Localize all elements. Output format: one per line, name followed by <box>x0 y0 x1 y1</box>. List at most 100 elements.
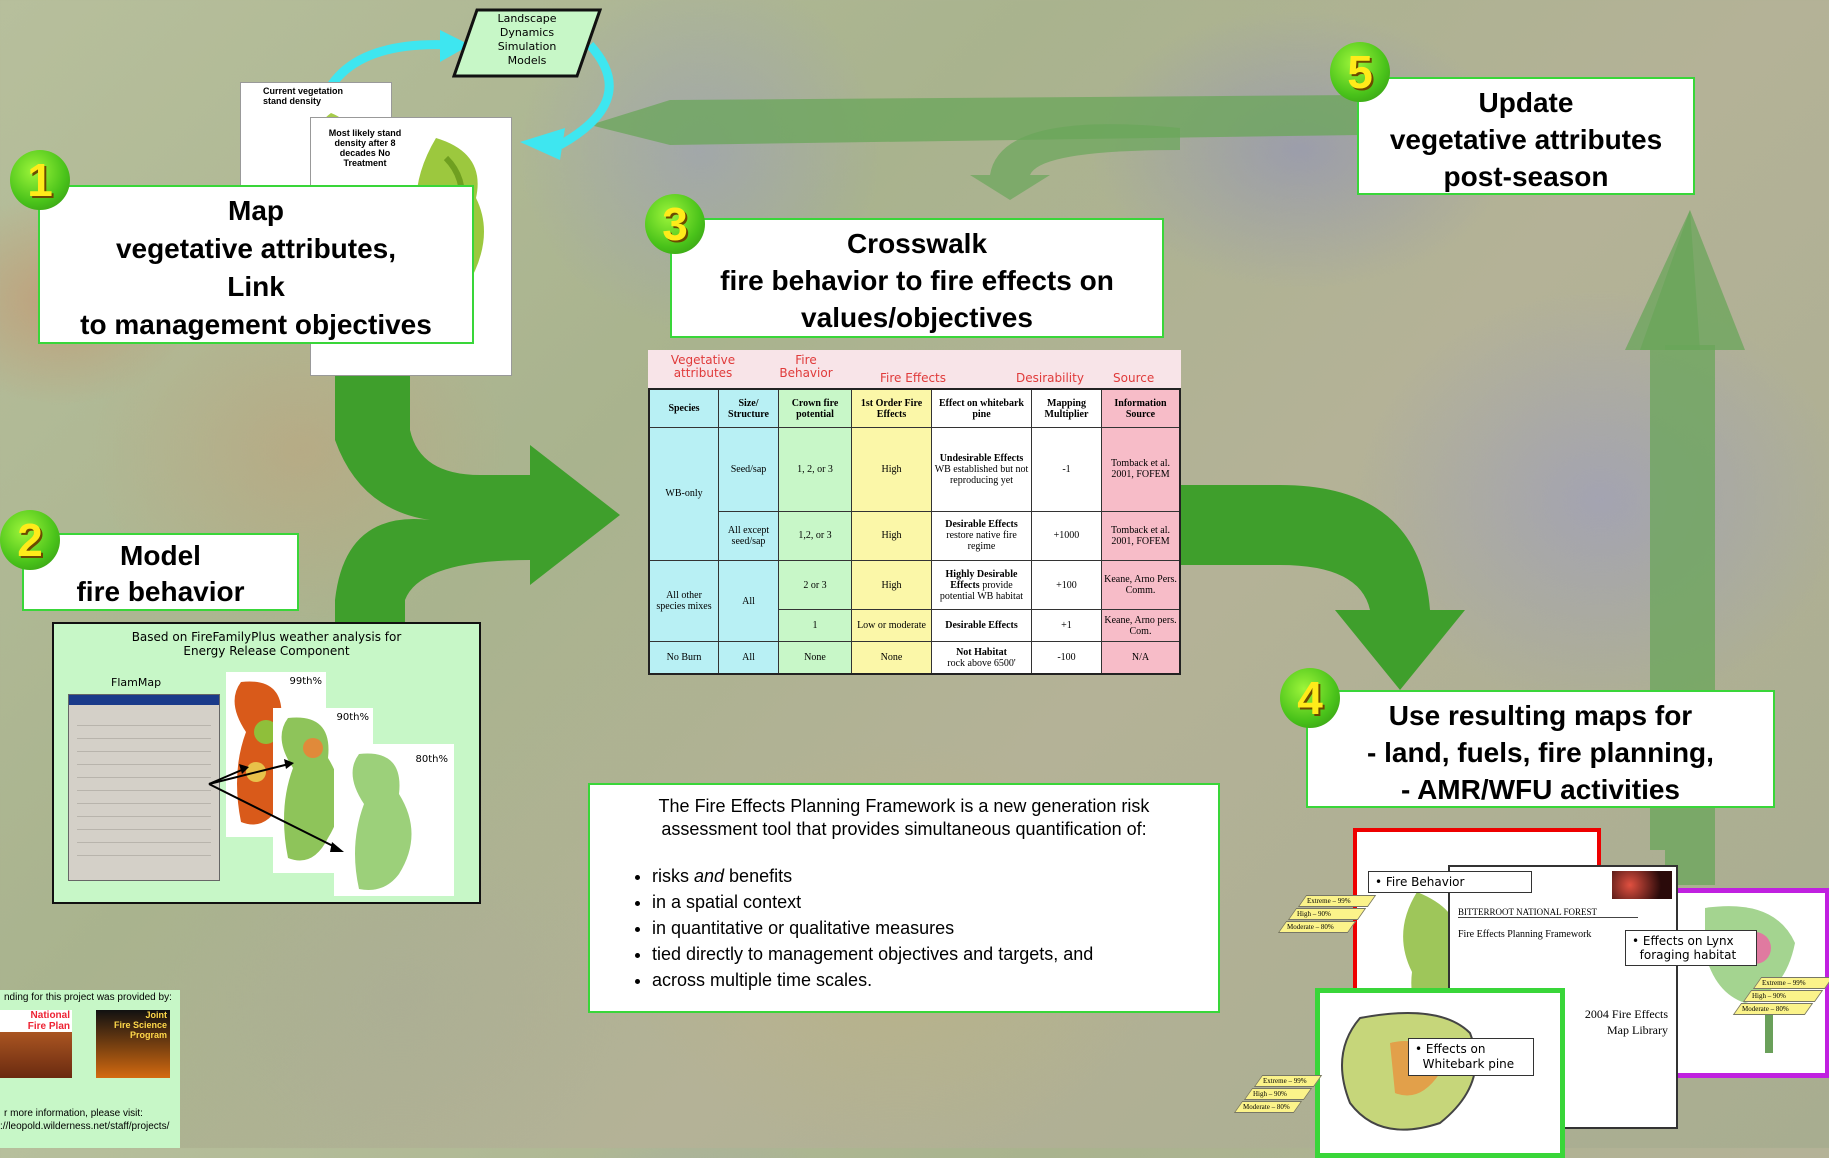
funding-panel: nding for this project was provided by: … <box>0 990 180 1148</box>
lds-line4: Models <box>507 54 547 67</box>
jfsp-l3: Program <box>129 1030 167 1040</box>
framework-title: Fire Effects Planning Framework <box>1458 929 1592 940</box>
step4-line2: - land, fuels, fire planning, <box>1367 737 1714 768</box>
col-size: Size/ Structure <box>718 388 779 429</box>
lds-line3: Simulation <box>497 40 557 53</box>
effect-bold: Desirable Effects <box>945 519 1018 531</box>
callout-lynx: • Effects on Lynx foraging habitat <box>1625 930 1757 966</box>
callout-whitebark: • Effects on Whitebark pine <box>1408 1038 1534 1076</box>
cell: +100 <box>1031 559 1102 611</box>
model-title2: Energy Release Component <box>183 644 350 658</box>
curve-arrow-to-3 <box>970 124 1180 200</box>
cell: None <box>778 641 852 675</box>
col-first: 1st Order Fire Effects <box>851 388 932 429</box>
framework-bullet: risks and benefits <box>652 863 1196 889</box>
effect-bold: Undesirable Effects <box>939 452 1024 464</box>
crosswalk-table: Species Size/ Structure Crown fire poten… <box>648 388 1181 675</box>
step5-line2: vegetative attributes <box>1389 124 1663 155</box>
framework-bullet: in a spatial context <box>652 889 1196 915</box>
cell: Seed/sap <box>718 427 779 512</box>
framework-intro: The Fire Effects Planning Framework is a… <box>658 796 1150 839</box>
step4-line1: Use resulting maps for <box>1388 700 1693 731</box>
label-80: 80th% <box>415 754 449 765</box>
step1-line1: Map <box>228 195 284 226</box>
effect-text: restore native fire regime <box>946 530 1017 553</box>
table-row: 1 Low or moderate Desirable Effects +1 K… <box>649 609 1181 643</box>
legend-extreme: Extreme – 99% <box>1752 977 1829 989</box>
col-effect: Effect on whitebark pine <box>931 388 1032 429</box>
step2-box: Model fire behavior <box>22 533 299 611</box>
effect-bold: Desirable Effects <box>945 620 1018 632</box>
cell: Tomback et al. 2001, FOFEM <box>1101 510 1181 561</box>
cell: 1, 2, or 3 <box>778 427 852 512</box>
more-url[interactable]: ://leopold.wilderness.net/staff/projects… <box>0 1121 170 1132</box>
flammap-window <box>68 694 220 881</box>
nfp-l1: National <box>0 1010 72 1021</box>
step3-box: Crosswalk fire behavior to fire effects … <box>670 218 1164 338</box>
return-arrow-top <box>590 95 1360 145</box>
jfsp-logo: Joint Fire Science Program <box>96 1010 170 1078</box>
framework-list: risks and benefits in a spatial context … <box>612 863 1196 993</box>
cell: +1 <box>1031 609 1102 643</box>
hdr-fe: Fire Effects <box>880 371 947 385</box>
cell: -100 <box>1031 641 1102 675</box>
cell-species-other: All other species mixes <box>648 559 719 643</box>
merge-arrow <box>335 370 620 630</box>
step2-line2: fire behavior <box>76 576 245 607</box>
step5-line1: Update <box>1478 87 1574 118</box>
step1-line3: Link <box>227 271 285 302</box>
stand-likely-label: Most likely stand density after 8 decade… <box>328 128 402 168</box>
cell: None <box>851 641 932 675</box>
step2-badge: 2 <box>0 510 60 570</box>
table-header-row: Species Size/ Structure Crown fire poten… <box>648 388 1181 429</box>
step4-line3: - AMR/WFU activities <box>1401 774 1680 805</box>
framework-bullet: across multiple time scales. <box>652 967 1196 993</box>
step4-badge: 4 <box>1280 668 1340 728</box>
col-crown: Crown fire potential <box>778 388 852 429</box>
cover-photo <box>1612 871 1672 899</box>
cell: All <box>718 559 779 643</box>
cell: +1000 <box>1031 510 1102 561</box>
effect-text: WB established but not reproducing yet <box>934 463 1029 486</box>
step3-badge: 3 <box>645 194 705 254</box>
label-90: 90th% <box>336 712 370 723</box>
nfp-l2: Fire Plan <box>0 1021 72 1032</box>
cell: -1 <box>1031 427 1102 512</box>
lds-box: Landscape Dynamics Simulation Models <box>452 8 602 78</box>
cell: High <box>851 559 932 611</box>
map-magenta <box>1670 888 1829 1078</box>
effect-bold: Highly Desirable Effects <box>945 568 1018 591</box>
cell-species-wb: WB-only <box>648 427 719 561</box>
legend-moderate: Moderate – 80% <box>1233 1101 1303 1113</box>
cyan-arrow-right <box>557 41 614 149</box>
step3-line2: fire behavior to fire effects on <box>720 265 1114 296</box>
col-mult: Mapping Multiplier <box>1031 388 1102 429</box>
legend-high: High – 90% <box>1243 1088 1313 1100</box>
cell: Low or moderate <box>851 609 932 643</box>
arrow-3-to-4 <box>1170 485 1465 690</box>
step2-line1: Model <box>120 540 201 571</box>
step1-line2: vegetative attributes, <box>115 233 397 264</box>
legend-moderate: Moderate – 80% <box>1732 1003 1814 1015</box>
model-panel: Based on FireFamilyPlus weather analysis… <box>52 622 481 904</box>
cell: All except seed/sap <box>718 510 779 561</box>
hdr-des: Desirability <box>1016 371 1084 385</box>
cell: Keane, Arno Pers. Comm. <box>1101 559 1181 611</box>
legend-high: High – 90% <box>1287 908 1367 920</box>
callout-fire-behavior: • Fire Behavior <box>1368 871 1532 893</box>
step5-line3: post-season <box>1443 161 1609 192</box>
hdr-veg: Vegetative attributes <box>670 353 736 380</box>
effect-bold: Not Habitat <box>956 646 1007 658</box>
cell: 2 or 3 <box>778 559 852 611</box>
maplib-l1: 2004 Fire Effects <box>1584 1007 1668 1021</box>
legend-moderate: Moderate – 80% <box>1277 921 1357 933</box>
model-title1: Based on FireFamilyPlus weather analysis… <box>131 630 402 644</box>
legend-high: High – 90% <box>1742 990 1824 1002</box>
cell: Keane, Arno pers. Com. <box>1101 609 1181 643</box>
table-row: All other species mixes All 2 or 3 High … <box>648 559 1181 643</box>
step3-line3: values/objectives <box>801 302 1033 333</box>
jfsp-l1: Joint <box>145 1010 168 1020</box>
